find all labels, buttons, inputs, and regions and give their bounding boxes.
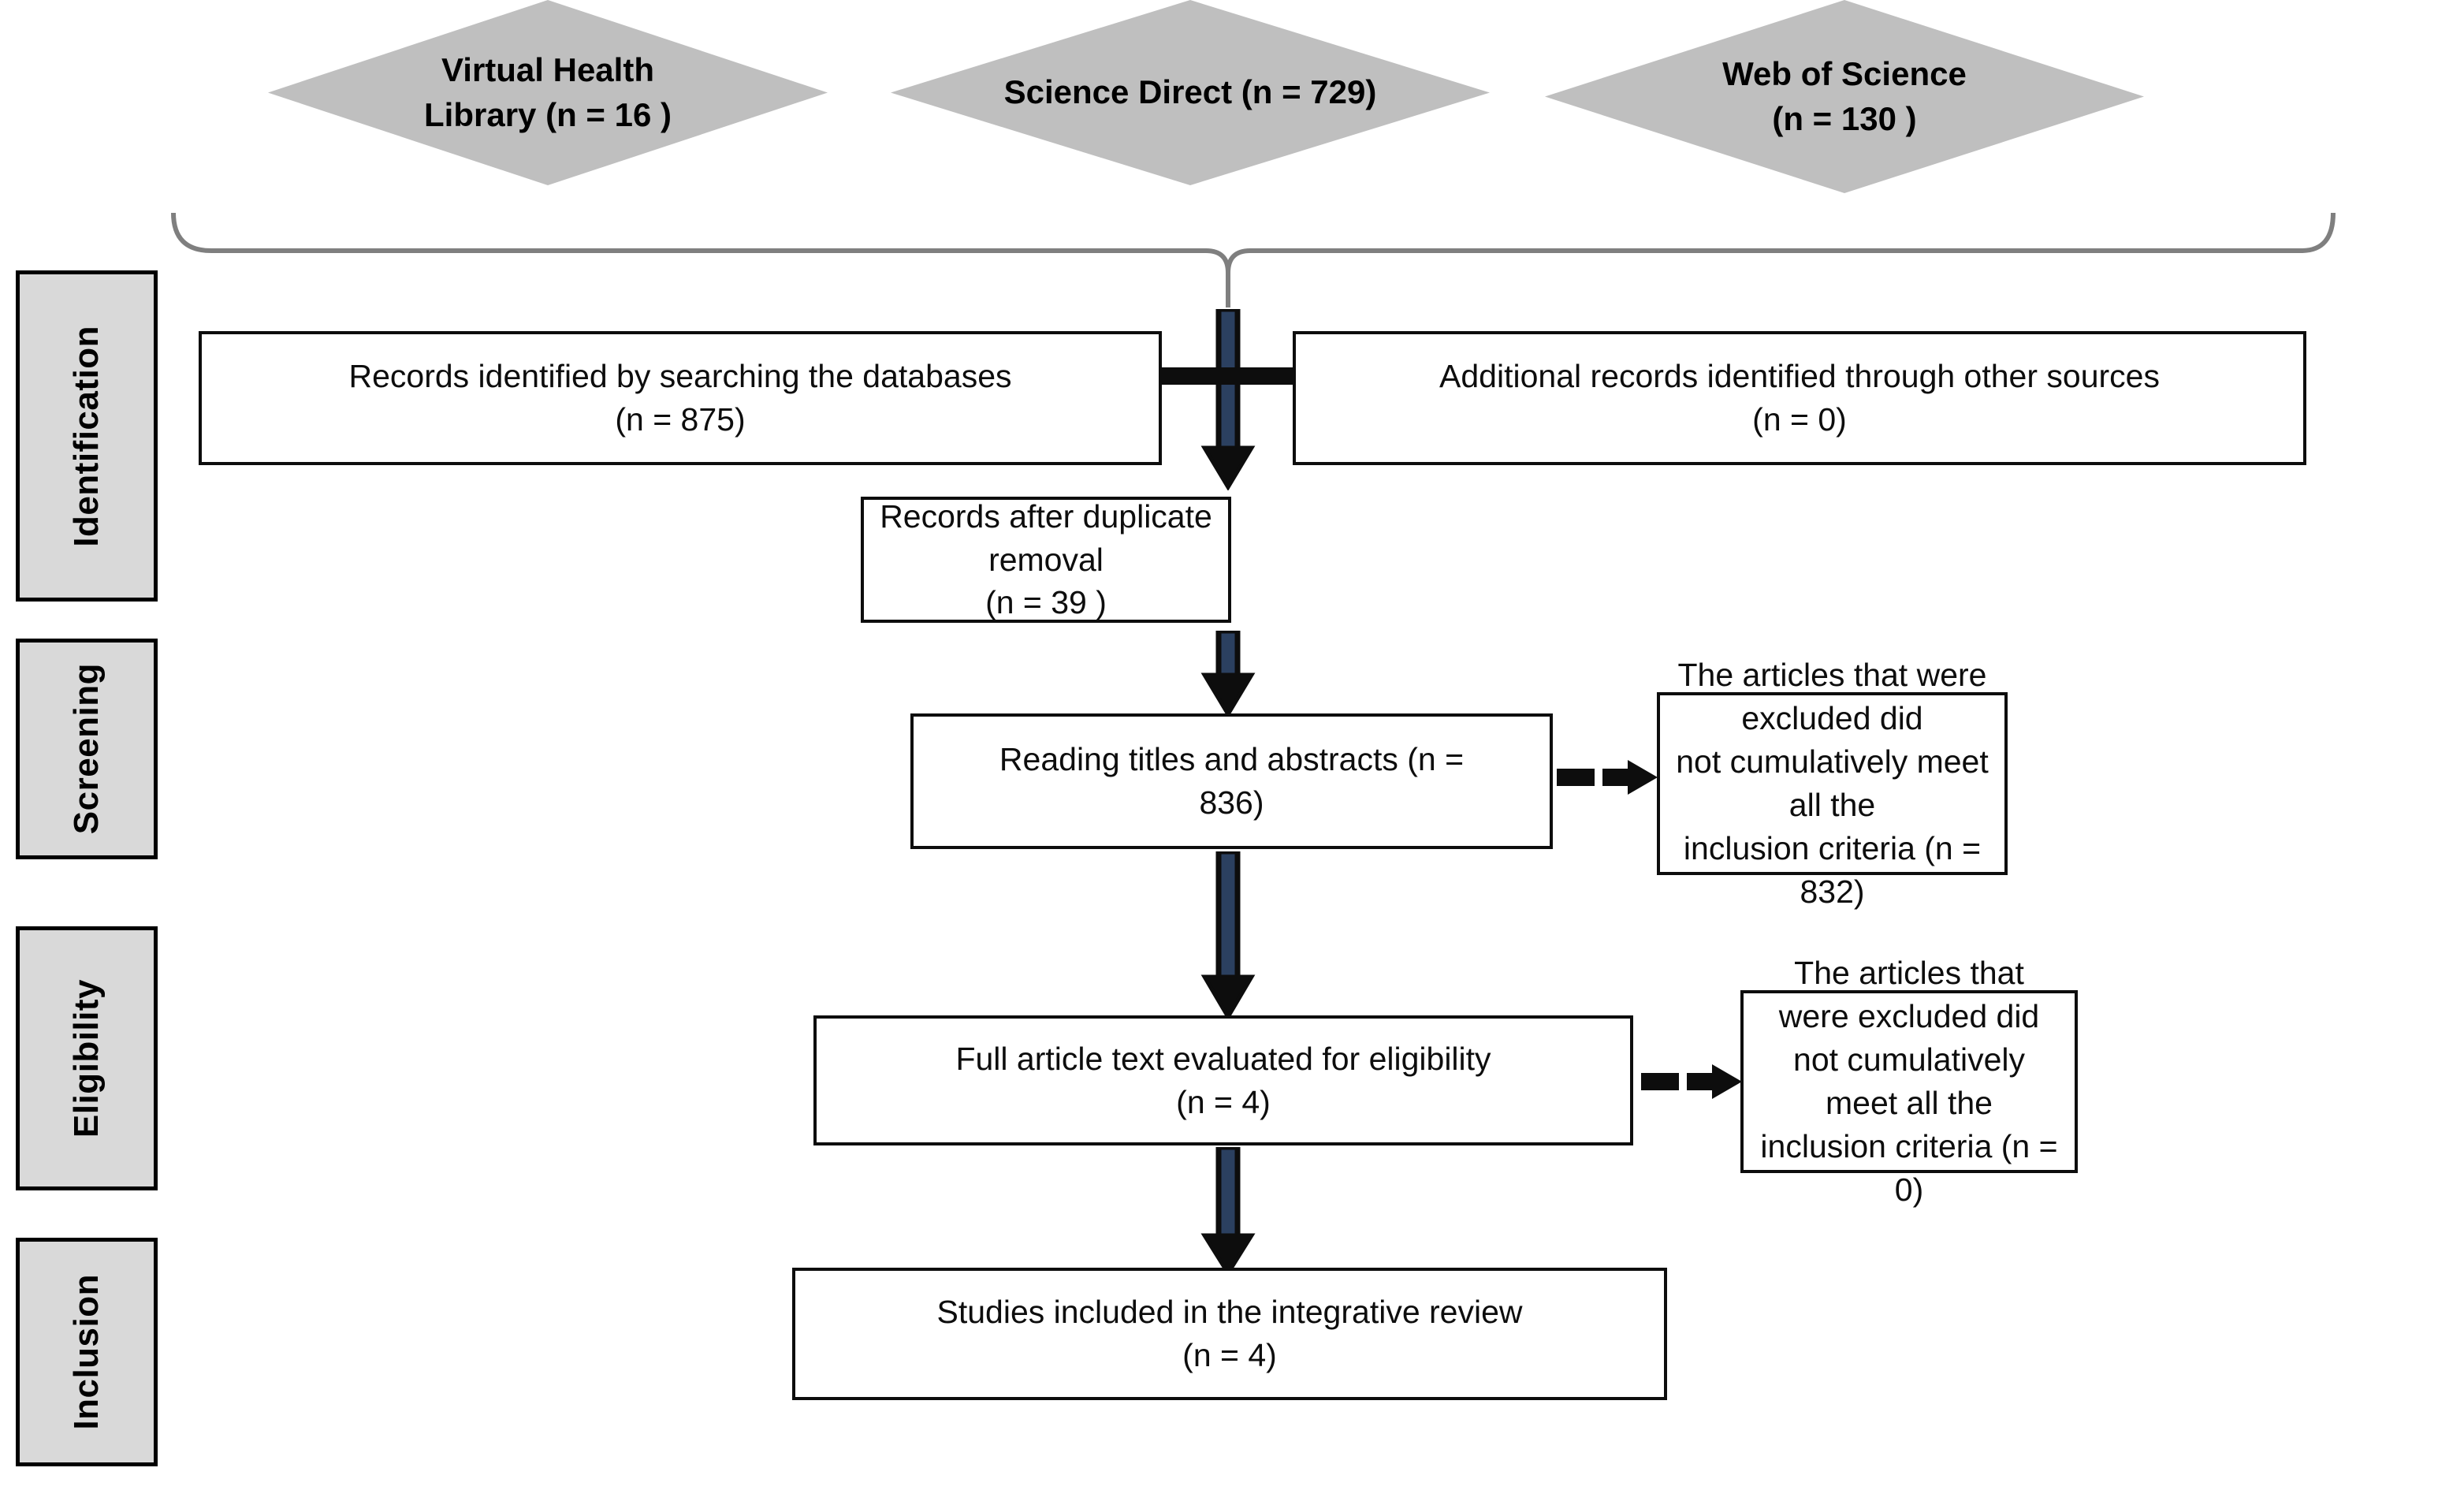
stage-label-screening: Screening [16,639,158,859]
stage-label-identification: Identification [16,270,158,602]
box-text: The articles that were excluded did not … [1660,654,2004,914]
box-text: Full article text evaluated for eligibil… [943,1037,1503,1124]
box-text-line2: (n = 4) [1176,1083,1271,1120]
diamond-label-line2: Library (n = 16 ) [424,95,672,133]
box-text-line1: The articles that were excluded did [1778,955,2040,1035]
exclusion-arrow-screening [1557,760,1658,795]
diamond-label-line1: Science Direct (n = 729) [1003,73,1377,111]
diamond-label-line2: (n = 130 ) [1772,99,1917,137]
stage-label-text: Eligibility [67,978,106,1138]
box-text: Reading titles and abstracts (n = 836) [987,738,1476,825]
diamond-label: Virtual Health Library (n = 16 ) [415,48,681,137]
stage-label-text: Inclusion [67,1274,106,1430]
box-text-line1: The articles that were excluded did [1677,657,1987,737]
box-text-line3: inclusion criteria (n = 832) [1683,829,1982,910]
stage-label-text: Identification [67,325,106,547]
source-diamond-science-direct: Science Direct (n = 729) [891,0,1490,185]
box-text-line2: (n = 875) [615,401,746,438]
box-additional-records: Additional records identified through ot… [1293,331,2306,465]
box-text-line2: (n = 39 ) [985,584,1107,621]
arrow-to-full-text [1200,851,1256,1021]
box-excluded-eligibility: The articles that were excluded did not … [1740,955,2078,1208]
box-text: The articles that were excluded did not … [1744,952,2075,1212]
box-text-line1: Records after duplicate removal [880,497,1212,578]
box-text-line2: not cumulatively meet all the [1676,743,1989,823]
box-text-line1: Records identified by searching the data… [348,358,1012,395]
source-diamond-virtual-health-library: Virtual Health Library (n = 16 ) [268,0,828,185]
diamond-label: Web of Science (n = 130 ) [1713,52,1976,141]
box-text-line2: 836) [1199,784,1264,821]
diamond-label-line1: Web of Science [1722,55,1967,93]
stage-label-text: Screening [67,663,106,835]
box-text-line2: (n = 0) [1752,401,1847,438]
box-records-after-duplicate-removal: Records after duplicate removal (n = 39 … [861,497,1231,623]
merge-bar [1156,367,1302,385]
box-text-line1: Additional records identified through ot… [1439,358,2160,395]
box-text: Additional records identified through ot… [1427,355,2172,441]
box-text: Studies included in the integrative revi… [925,1291,1535,1377]
box-text-line1: Reading titles and abstracts (n = [999,741,1465,778]
arrow-to-after-duplicates [1200,309,1256,490]
box-text-line1: Full article text evaluated for eligibil… [955,1040,1491,1077]
stage-label-inclusion: Inclusion [16,1238,158,1466]
box-text-line3: inclusion criteria (n = 0) [1760,1127,2058,1208]
box-reading-titles-abstracts: Reading titles and abstracts (n = 836) [910,713,1553,849]
box-text: Records after duplicate removal (n = 39 … [864,495,1228,625]
source-merge-bracket [171,212,2336,307]
box-excluded-screening: The articles that were excluded did not … [1657,657,2008,910]
box-included-studies: Studies included in the integrative revi… [792,1268,1667,1400]
box-records-identified: Records identified by searching the data… [199,331,1162,465]
stage-label-eligibility: Eligibility [16,926,158,1190]
box-text-line2: (n = 4) [1182,1337,1277,1373]
source-diamond-web-of-science: Web of Science (n = 130 ) [1545,0,2144,193]
diamond-label: Science Direct (n = 729) [995,70,1386,114]
arrow-to-included-studies [1200,1147,1256,1277]
box-full-text-eligibility: Full article text evaluated for eligibil… [813,1015,1633,1145]
arrow-to-reading-titles [1200,631,1256,718]
box-text-line2: not cumulatively meet all the [1793,1041,2025,1121]
diamond-label-line1: Virtual Health [441,51,654,89]
box-text-line1: Studies included in the integrative revi… [936,1294,1523,1331]
exclusion-arrow-eligibility [1641,1064,1742,1099]
box-text: Records identified by searching the data… [336,355,1024,441]
